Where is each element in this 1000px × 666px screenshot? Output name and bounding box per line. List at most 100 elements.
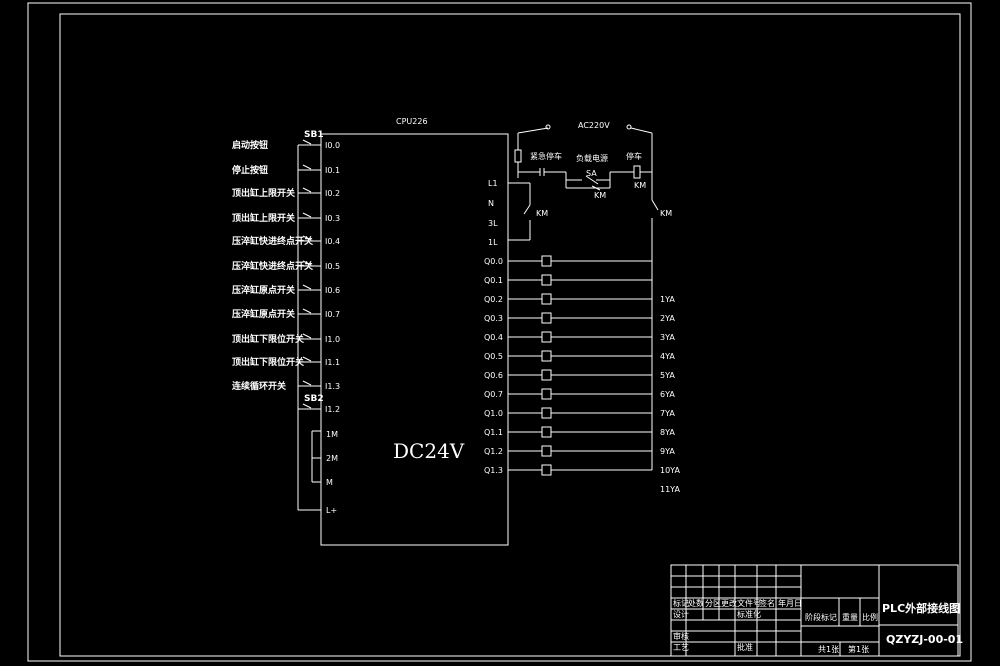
input-address: I1.0 bbox=[325, 335, 340, 344]
output-row: Q0.5 5YA bbox=[484, 350, 675, 380]
tb-sheet-0: 共1张 bbox=[818, 645, 839, 654]
output-coil bbox=[541, 255, 552, 267]
power-input-terminal: M bbox=[326, 478, 333, 487]
input-switch-contact bbox=[302, 403, 312, 409]
output-coil bbox=[541, 312, 552, 324]
input-label: 压淬缸快进终点开关 bbox=[232, 235, 313, 247]
tb-row4-3: 批准 bbox=[737, 642, 753, 652]
output-coil-label: 1YA bbox=[660, 295, 675, 304]
output-coil bbox=[541, 464, 552, 476]
output-coil bbox=[541, 331, 552, 343]
output-coil-label: 3YA bbox=[660, 333, 675, 342]
tb-row2-3: 标准化 bbox=[737, 609, 761, 619]
input-switch-contact bbox=[302, 235, 312, 241]
input-row: I1.1 顶出缸下限位开关 bbox=[232, 356, 340, 368]
input-label: 启动按钮 bbox=[232, 139, 268, 151]
output-coil bbox=[541, 426, 552, 438]
output-address: Q1.0 bbox=[484, 409, 503, 418]
output-coil-label: 2YA bbox=[660, 314, 675, 323]
input-row: I0.4 压淬缸快进终点开关 bbox=[232, 235, 340, 247]
output-rows: Q0.0Q0.11YAQ0.22YAQ0.33YAQ0.44YAQ0.55YAQ… bbox=[484, 255, 680, 494]
input-label: 顶出缸下限位开关 bbox=[232, 333, 304, 345]
input-label: 连续循环开关 bbox=[232, 380, 286, 392]
output-coil bbox=[541, 445, 552, 457]
power-input-terminal: 2M bbox=[326, 454, 338, 463]
output-coil-label: 5YA bbox=[660, 371, 675, 380]
tb-row1-4: 签名 bbox=[759, 598, 775, 608]
output-address: Q0.6 bbox=[484, 371, 503, 380]
ac-km-label-3: KM bbox=[536, 209, 548, 218]
ac-label-estop: 紧急停车 bbox=[530, 151, 562, 161]
input-row: I1.0 顶出缸下限位开关 bbox=[232, 333, 340, 345]
input-label: 顶出缸下限位开关 bbox=[232, 356, 304, 368]
ac-circuit: AC220V 紧急停车 负载电源 停车 SA KM KM KM KM bbox=[508, 121, 672, 470]
output-row: Q0.2 2YA bbox=[484, 293, 675, 323]
output-coil-label: 7YA bbox=[660, 409, 675, 418]
input-rows: I0.0启动按钮SB1I0.1停止按钮I0.2顶出缸上限开关I0.3顶出缸上限开… bbox=[232, 130, 340, 414]
input-address: I0.0 bbox=[325, 141, 340, 150]
output-coil-label: 4YA bbox=[660, 352, 675, 361]
output-coil bbox=[541, 407, 552, 419]
inner-border bbox=[59, 13, 961, 657]
tb-row1-0: 标记 bbox=[673, 598, 689, 608]
input-address: I0.2 bbox=[325, 189, 340, 198]
input-switch-contact bbox=[302, 284, 312, 290]
input-switch-contact bbox=[302, 212, 312, 218]
tb-sheet-1: 第1张 bbox=[848, 644, 869, 654]
tb-row1-1: 处数 bbox=[688, 598, 704, 608]
input-address: I0.1 bbox=[325, 166, 340, 175]
ac-label-stop: 停车 bbox=[626, 151, 642, 161]
output-coil bbox=[541, 350, 552, 362]
power-output-terminal: 3L bbox=[488, 219, 498, 228]
output-coil-label: 9YA bbox=[660, 447, 675, 456]
input-address: I1.1 bbox=[325, 358, 340, 367]
output-row: Q0.0 bbox=[484, 255, 652, 267]
input-address: I0.4 bbox=[325, 237, 340, 246]
output-address: Q0.5 bbox=[484, 352, 503, 361]
output-coil-label: 10YA bbox=[660, 466, 680, 475]
input-switch-contact bbox=[302, 260, 312, 266]
output-address: Q1.3 bbox=[484, 466, 503, 475]
power-input-terminal: L+ bbox=[326, 506, 337, 515]
output-address: Q0.2 bbox=[484, 295, 503, 304]
ac-km-label-1: KM bbox=[594, 191, 606, 200]
output-coil bbox=[541, 293, 552, 305]
cpu-box bbox=[320, 133, 509, 546]
title-block: 标记 处数 分区 更改文件号 签名 年月日 设计 标准化 审核 工艺 批准 阶段… bbox=[670, 564, 963, 657]
power-output-terminal: 1L bbox=[488, 238, 498, 247]
input-switch-label: SB1 bbox=[304, 130, 324, 140]
tb-stage-1: 重量 bbox=[842, 612, 858, 622]
outer-border bbox=[27, 2, 972, 662]
tb-row1-5: 年月日 bbox=[778, 598, 802, 608]
output-coil-label: 11YA bbox=[660, 485, 680, 494]
input-switch-label: SB2 bbox=[304, 394, 324, 404]
power-output-terminal: L1 bbox=[488, 179, 498, 188]
tb-stage-2: 比例 bbox=[862, 612, 878, 622]
output-coil-label: 8YA bbox=[660, 428, 675, 437]
ac-label-load: 负载电源 bbox=[576, 153, 608, 163]
ac-label: AC220V bbox=[578, 121, 610, 130]
input-address: I0.7 bbox=[325, 310, 340, 319]
ac-km-label-2: KM bbox=[634, 181, 646, 190]
tb-row1-3: 更改文件号 bbox=[721, 598, 761, 608]
input-switch-contact bbox=[302, 380, 312, 386]
output-coil bbox=[541, 388, 552, 400]
output-address: Q0.0 bbox=[484, 257, 503, 266]
output-row: Q0.11YA bbox=[484, 274, 675, 304]
ac-km-label-4: KM bbox=[660, 209, 672, 218]
output-row: Q1.3 11YA bbox=[484, 464, 680, 494]
